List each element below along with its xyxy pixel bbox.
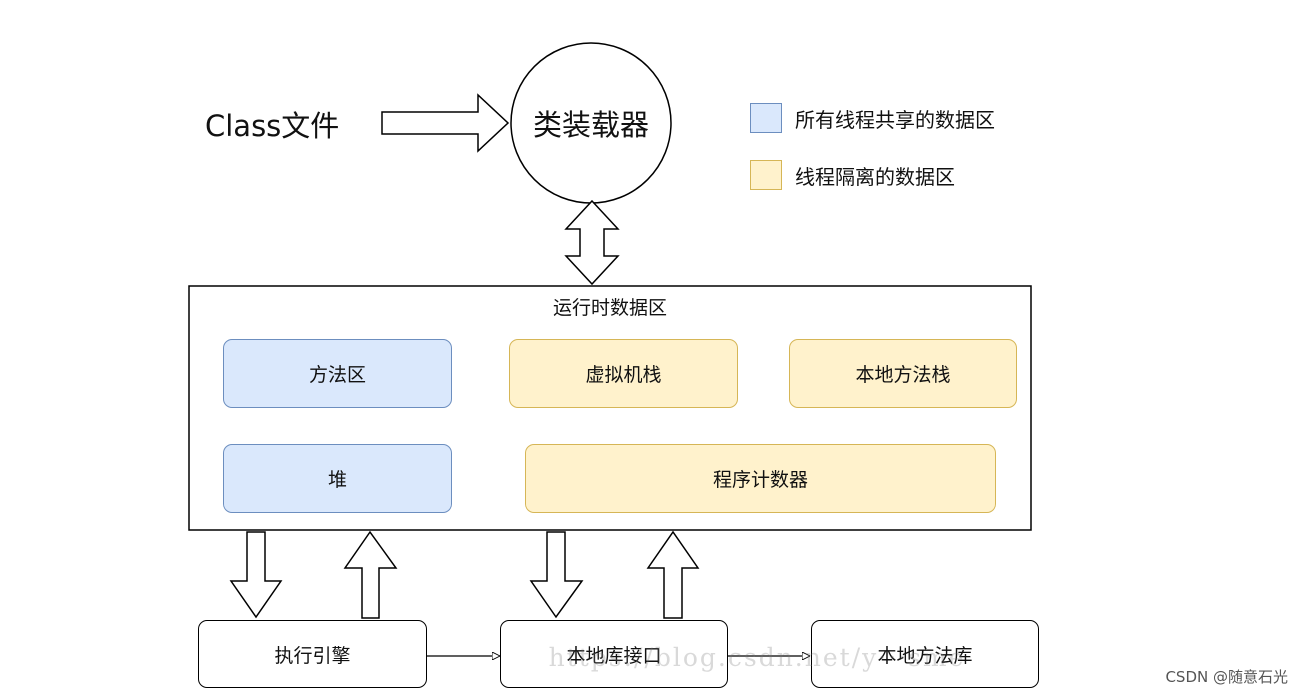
runtime-to-engine-arrow — [229, 531, 283, 619]
loader-runtime-double-arrow — [564, 199, 620, 286]
engine-to-runtime-arrow — [343, 530, 398, 619]
runtime-to-interface-arrow — [529, 531, 584, 619]
watermark-overlay: https://blog.csdn.net/y···sme — [548, 642, 966, 672]
legend-shared-label: 所有线程共享的数据区 — [795, 107, 995, 132]
class-file-label: Class文件 — [205, 109, 340, 143]
class-file-arrow — [381, 93, 510, 153]
vm-stack-box: 虚拟机栈 — [509, 339, 738, 408]
interface-to-runtime-arrow — [646, 530, 700, 619]
native-interface-box: 本地库接口 — [500, 620, 728, 688]
legend-isolated-swatch — [750, 160, 782, 190]
legend-shared-swatch — [750, 103, 782, 133]
native-method-stack-box: 本地方法栈 — [789, 339, 1017, 408]
runtime-area-title: 运行时数据区 — [552, 296, 667, 319]
class-loader-label: 类装载器 — [532, 108, 649, 142]
heap-box: 堆 — [223, 444, 452, 513]
credit-label: CSDN @随意石光 — [1165, 667, 1288, 686]
native-library-box: 本地方法库 — [811, 620, 1039, 688]
method-area-box: 方法区 — [223, 339, 452, 408]
legend-isolated-label: 线程隔离的数据区 — [795, 164, 955, 189]
execution-engine-box: 执行引擎 — [198, 620, 427, 688]
program-counter-box: 程序计数器 — [525, 444, 996, 513]
